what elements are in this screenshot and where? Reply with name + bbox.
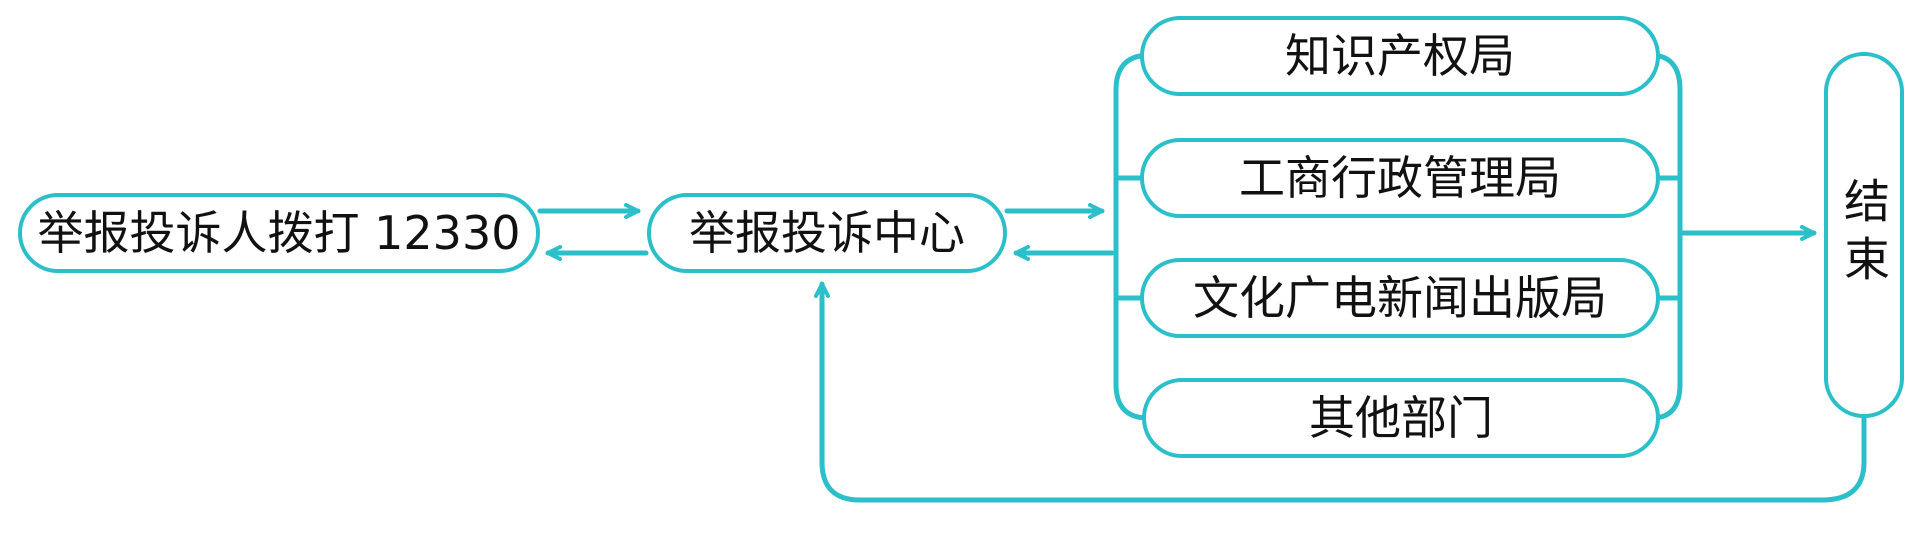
caller-node: 举报投诉人拨打 12330 [18,193,540,273]
industry-commerce-bureau-node: 工商行政管理局 [1140,138,1660,218]
industry-commerce-bureau-label: 工商行政管理局 [1239,151,1561,205]
complaint-center-label: 举报投诉中心 [689,206,965,260]
culture-broadcast-press-bureau-node: 文化广电新闻出版局 [1140,258,1660,338]
end-label: 结束 [1837,177,1891,293]
department-left-bracket [1113,52,1153,421]
intellectual-property-bureau-node: 知识产权局 [1140,16,1660,96]
other-departments-node: 其他部门 [1142,378,1660,458]
culture-broadcast-press-bureau-label: 文化广电新闻出版局 [1193,271,1607,325]
caller-label: 举报投诉人拨打 12330 [37,206,521,260]
department-right-bracket [1647,52,1683,421]
intellectual-property-bureau-label: 知识产权局 [1285,29,1515,83]
end-node: 结束 [1824,52,1904,418]
other-departments-label: 其他部门 [1309,391,1493,445]
complaint-center-node: 举报投诉中心 [647,193,1007,273]
